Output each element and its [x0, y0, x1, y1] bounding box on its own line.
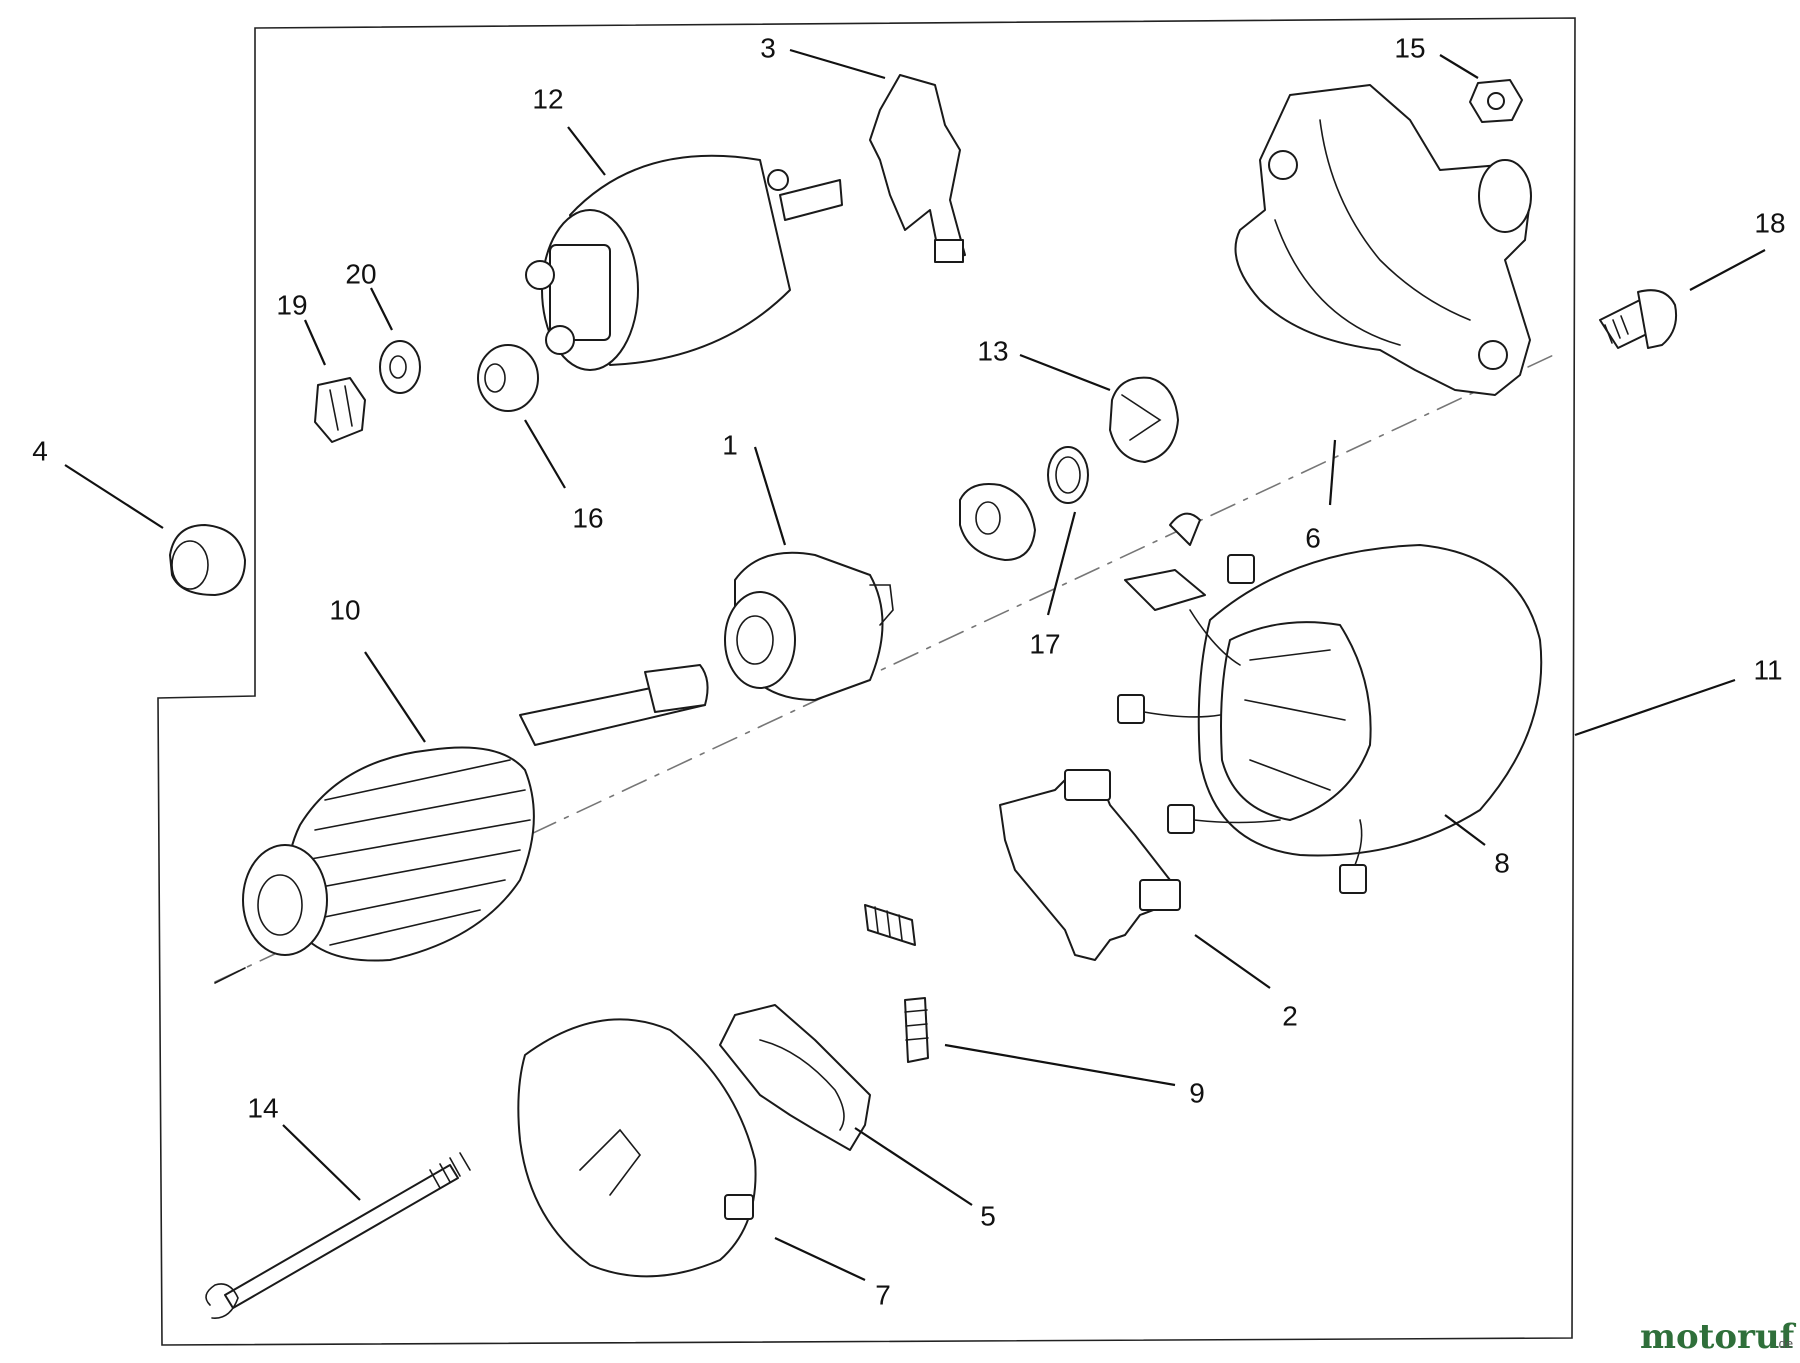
part-brush-holder-lower	[999, 769, 1181, 961]
part-armature	[214, 664, 709, 984]
callout-3: 3	[760, 32, 776, 63]
part-brush-spring-upper	[864, 904, 916, 946]
callout-15: 15	[1394, 32, 1425, 63]
part-washer-20-hole	[389, 355, 407, 379]
part-yoke	[1197, 544, 1543, 857]
part-mount-bolt	[1599, 289, 1678, 349]
callout-1: 1	[722, 429, 738, 460]
assembly-axis	[214, 351, 1561, 983]
callout-8: 8	[1494, 847, 1510, 878]
part-end-cap	[169, 524, 246, 596]
part-small-nut	[1469, 79, 1523, 123]
watermark-name: motoruf	[1640, 1317, 1797, 1357]
part-overrunning-clutch	[724, 551, 894, 701]
leader-lines	[64, 48, 1766, 1281]
part-field-leads	[1117, 512, 1367, 894]
callout-12: 12	[532, 83, 563, 114]
part-washer-20	[379, 340, 421, 394]
part-brush-holder-upper	[869, 74, 966, 263]
watermark-suffix: .de	[1775, 1336, 1793, 1351]
part-solenoid-switch	[525, 154, 843, 371]
watermark-logo: motoruf .de	[1640, 1317, 1797, 1357]
part-seal-13	[1109, 376, 1179, 463]
callout-20: 20	[345, 258, 376, 289]
part-bushing-16	[477, 344, 539, 412]
callout-2: 2	[1282, 1000, 1298, 1031]
callout-17: 17	[1029, 628, 1060, 659]
part-drive-housing	[1234, 84, 1532, 396]
callout-7: 7	[875, 1279, 891, 1310]
callout-11: 11	[1753, 654, 1782, 685]
callout-19: 19	[276, 289, 307, 320]
callout-6: 6	[1305, 522, 1321, 553]
part-brush-spring	[904, 997, 929, 1063]
callout-16: 16	[572, 502, 603, 533]
part-rear-cover	[517, 1018, 757, 1278]
callout-5: 5	[980, 1200, 996, 1231]
part-insulator-plate	[719, 1004, 871, 1151]
callout-14: 14	[247, 1092, 278, 1123]
callout-13: 13	[977, 335, 1008, 366]
callout-10: 10	[329, 594, 360, 625]
callout-18: 18	[1754, 207, 1785, 238]
part-stop-ring	[1047, 446, 1089, 504]
part-through-bolt	[205, 1152, 471, 1319]
part-nut-19	[314, 377, 366, 443]
part-collar	[959, 483, 1036, 561]
callout-9: 9	[1189, 1077, 1205, 1108]
callout-4: 4	[32, 435, 48, 466]
callout-labels: 1 2 3 4 5 6 7 8 9 10 11 12 13 14 15 16 1…	[32, 32, 1785, 1310]
assembly-boundary	[157, 17, 1576, 1346]
